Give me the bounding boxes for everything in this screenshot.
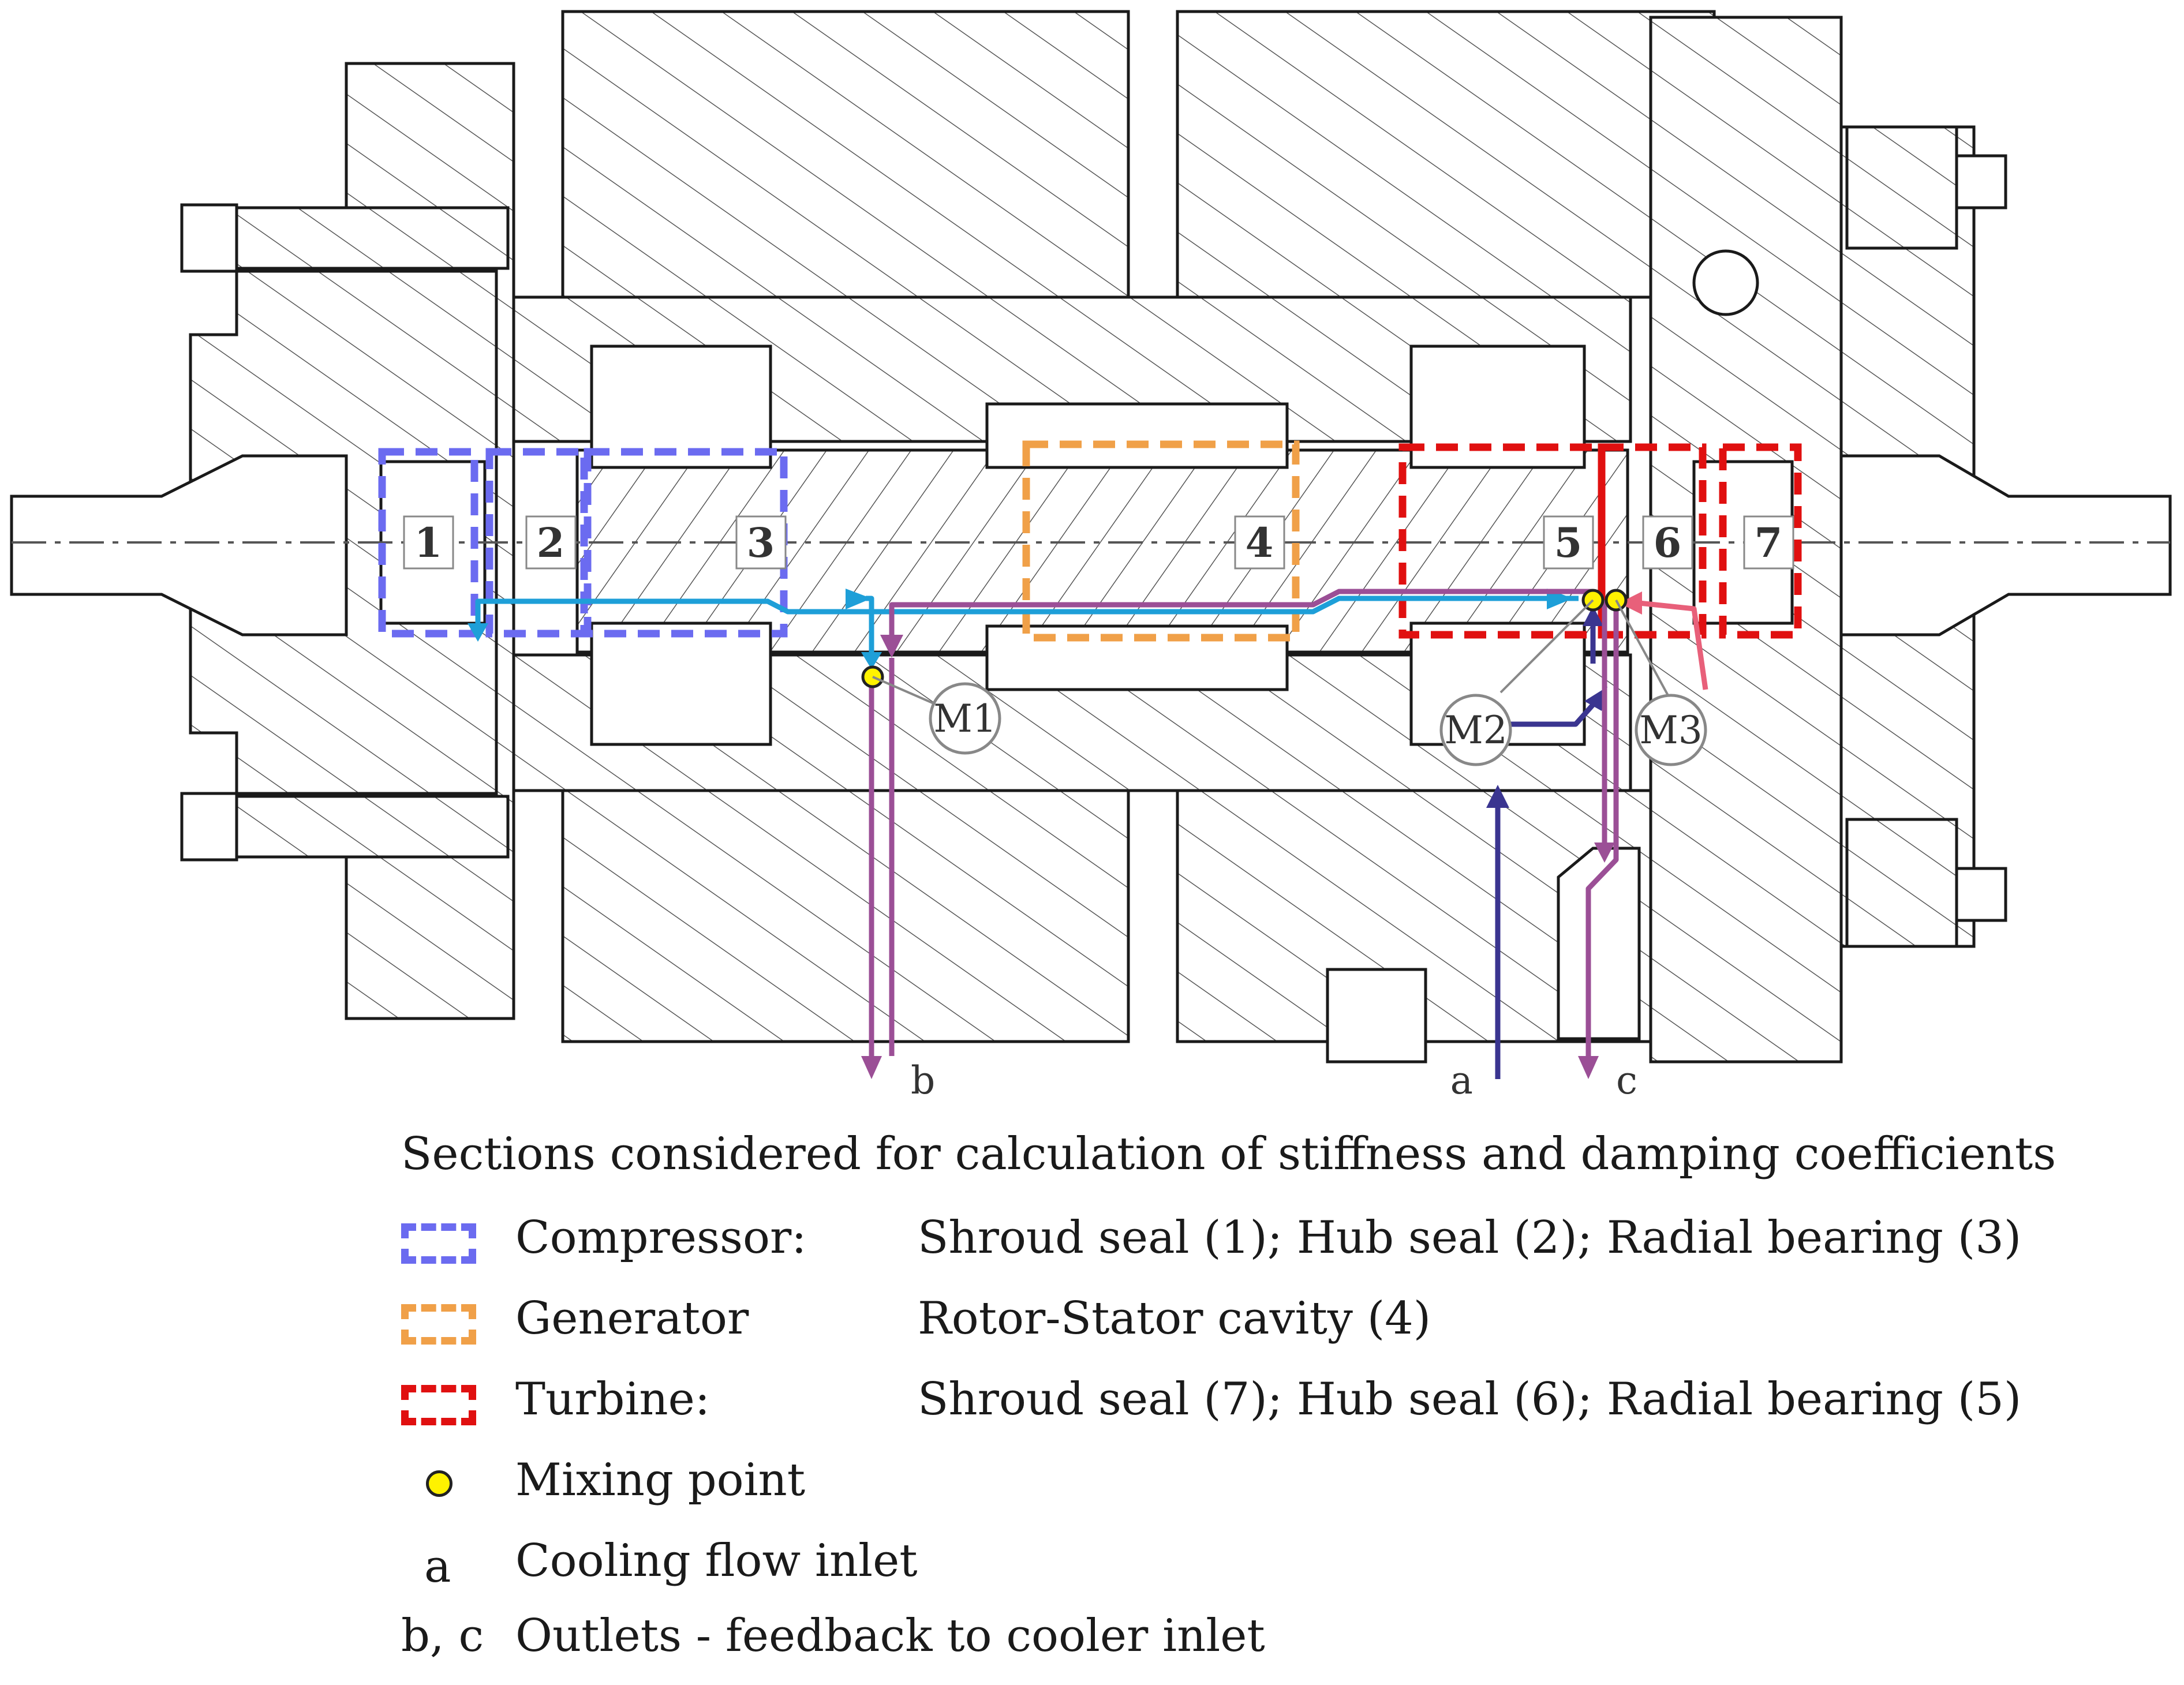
legend-generator-name: Generator bbox=[515, 1293, 749, 1345]
turbomachine-cross-section: 1 2 3 4 5 6 7 bbox=[10, 10, 2172, 1103]
legend: Sections considered for calculation of s… bbox=[0, 1108, 2184, 1672]
cooling-flow-paths bbox=[468, 589, 1708, 1079]
section-label-1: 1 bbox=[414, 519, 443, 567]
outlet-c-port bbox=[1557, 847, 1641, 1040]
legend-turbine-name: Turbine: bbox=[515, 1373, 710, 1425]
section-4-box bbox=[1022, 440, 1300, 642]
m3-label: M3 bbox=[1639, 708, 1703, 752]
generator-rotor-upper bbox=[985, 402, 1289, 469]
compressor-swatch bbox=[401, 1223, 476, 1264]
upper-right-stator bbox=[1176, 10, 1716, 299]
port-b-label: b bbox=[911, 1058, 935, 1103]
flow-pink-path bbox=[1639, 600, 1708, 690]
compressor-inlet bbox=[10, 454, 348, 636]
section-label-4: 4 bbox=[1246, 519, 1274, 567]
section-label-6: 6 bbox=[1654, 519, 1682, 567]
m3-callout bbox=[1635, 694, 1707, 766]
outlet-c-path bbox=[1585, 600, 1619, 1056]
turbine-outlet bbox=[1839, 454, 2172, 636]
legend-row-mixing: Mixing point bbox=[0, 1454, 2184, 1529]
m2-label: M2 bbox=[1444, 708, 1508, 752]
turbine-swatch bbox=[401, 1385, 476, 1425]
right-lower-block bbox=[1845, 818, 1958, 948]
legend-mixing-label: Mixing point bbox=[515, 1454, 806, 1506]
legend-row-inlet: a Cooling flow inlet bbox=[0, 1535, 2184, 1610]
port-a-label: a bbox=[1450, 1058, 1473, 1103]
legend-turbine-desc: Shroud seal (7); Hub seal (6); Radial be… bbox=[918, 1373, 2022, 1425]
right-lower-bolt-head bbox=[1955, 867, 2007, 922]
generator-swatch bbox=[401, 1304, 476, 1345]
legend-row-outlet: b, c Outlets - feedback to cooler inlet bbox=[0, 1610, 2184, 1685]
flow-blue-path bbox=[475, 596, 1579, 623]
legend-compressor-desc: Shroud seal (1); Hub seal (2); Radial be… bbox=[918, 1212, 2022, 1264]
cooling-inlet-plug bbox=[1326, 968, 1427, 1064]
right-upper-bolt-head bbox=[1955, 154, 2007, 209]
left-lower-bolt-head bbox=[180, 792, 238, 862]
port-c-label: c bbox=[1616, 1058, 1637, 1103]
upper-left-stator bbox=[561, 10, 1130, 299]
m1-label: M1 bbox=[933, 697, 997, 741]
section-labels: 1 2 3 4 5 6 7 bbox=[403, 515, 1794, 570]
mixing-points: M1 M2 M3 bbox=[861, 589, 1707, 766]
flow-purple-path bbox=[889, 589, 1593, 641]
section-5-box bbox=[1398, 443, 1606, 639]
right-upper-block bbox=[1845, 125, 1958, 250]
mixing-point-icon bbox=[426, 1470, 452, 1497]
section-7-box bbox=[1719, 443, 1802, 639]
m2-callout bbox=[1439, 694, 1512, 766]
legend-row-turbine: Turbine: Shroud seal (7); Hub seal (6); … bbox=[0, 1373, 2184, 1448]
section-1-box bbox=[378, 448, 478, 638]
compressor-bearing-upper bbox=[590, 345, 772, 469]
legend-compressor-name: Compressor: bbox=[515, 1212, 807, 1264]
housing bbox=[180, 10, 2007, 1064]
legend-row-generator: Generator Rotor-Stator cavity (4) bbox=[0, 1293, 2184, 1368]
section-label-2: 2 bbox=[537, 519, 565, 567]
rotor-shaft bbox=[10, 402, 2172, 691]
turbine-nozzle-ring bbox=[1692, 249, 1759, 316]
legend-outlet-label: Outlets - feedback to cooler inlet bbox=[515, 1610, 1265, 1662]
legend-inlet-label: Cooling flow inlet bbox=[515, 1535, 918, 1587]
compressor-bearing-lower bbox=[590, 621, 772, 746]
section-label-5: 5 bbox=[1554, 519, 1583, 567]
bearings bbox=[590, 345, 1586, 746]
legend-generator-desc: Rotor-Stator cavity (4) bbox=[918, 1293, 1431, 1345]
section-6-box bbox=[1598, 443, 1707, 639]
section-label-3: 3 bbox=[747, 519, 775, 567]
left-lower-bolt bbox=[183, 795, 510, 859]
legend-row-compressor: Compressor: Shroud seal (1); Hub seal (2… bbox=[0, 1212, 2184, 1287]
lower-left-stator bbox=[561, 789, 1130, 1043]
section-2-box bbox=[485, 448, 588, 638]
legend-title: Sections considered for calculation of s… bbox=[401, 1128, 2056, 1180]
legend-inlet-key: a bbox=[424, 1541, 451, 1593]
left-upper-bolt-head bbox=[180, 203, 238, 273]
section-label-7: 7 bbox=[1755, 519, 1783, 567]
m1-callout bbox=[929, 682, 1001, 755]
legend-outlet-key: b, c bbox=[401, 1610, 484, 1662]
